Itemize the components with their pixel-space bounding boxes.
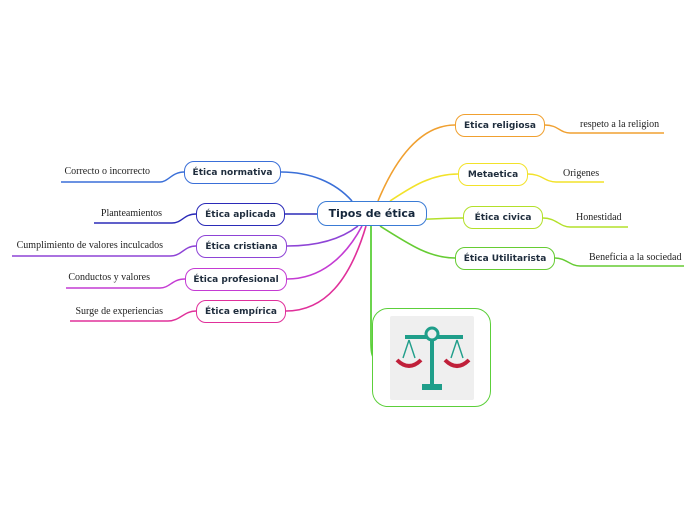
topic-metaetica[interactable]: Metaetica xyxy=(458,163,528,186)
connector-root-utilitarista xyxy=(379,225,456,259)
topic-label: Ética Utilitarista xyxy=(463,253,547,264)
topic-label: Ética normativa xyxy=(192,167,273,178)
underline-origenes xyxy=(527,173,604,183)
topic-label: Ética cristiana xyxy=(205,241,278,252)
topic-etica-cristiana[interactable]: Ética cristiana xyxy=(196,235,287,258)
topic-etica-normativa[interactable]: Ética normativa xyxy=(184,161,281,184)
topic-label: Ética aplicada xyxy=(205,209,276,220)
leaf-planteamientos: Planteamientos xyxy=(100,208,162,219)
topic-etica-aplicada[interactable]: Ética aplicada xyxy=(196,203,285,226)
topic-label: Ética profesional xyxy=(193,274,279,285)
underline-planteamientos xyxy=(94,213,197,224)
leaf-conductos-y-valores: Conductos y valores xyxy=(68,272,150,283)
balance-scale-icon xyxy=(390,316,474,400)
leaf-respeto-a-la-religion: respeto a la religion xyxy=(580,119,660,130)
underline-correcto xyxy=(61,171,185,183)
leaf-origenes: Origenes xyxy=(563,168,600,179)
topic-label: Metaetica xyxy=(467,169,519,180)
root-node-tipos-de-etica[interactable]: Tipos de ética xyxy=(317,201,427,226)
root-node-label: Tipos de ética xyxy=(328,207,416,220)
image-node[interactable] xyxy=(372,308,491,407)
leaf-surge-de-experiencias: Surge de experiencias xyxy=(75,306,163,317)
connector-root-empirica xyxy=(285,225,367,312)
topic-label: Etica religiosa xyxy=(464,120,536,131)
leaf-cumplimiento-de-valores: Cumplimiento de valores inculcados xyxy=(16,240,163,251)
topic-etica-empirica[interactable]: Ética empírica xyxy=(196,300,286,323)
connector-root-profesional xyxy=(286,225,363,280)
topic-etica-profesional[interactable]: Ética profesional xyxy=(185,268,287,291)
underline-conductos xyxy=(66,278,186,289)
leaf-beneficia-a-la-sociedad: Beneficia a la sociedad xyxy=(589,252,682,263)
underline-honestidad xyxy=(542,217,628,228)
connector-root-normativa xyxy=(280,171,353,202)
leaf-correcto-o-incorrecto: Correcto o incorrecto xyxy=(64,166,150,177)
connector-root-religiosa xyxy=(377,124,456,202)
topic-etica-utilitarista[interactable]: Ética Utilitarista xyxy=(455,247,555,270)
underline-cumplimiento xyxy=(12,245,197,257)
underline-religion xyxy=(544,124,664,134)
topic-label: Ética empírica xyxy=(204,306,278,317)
topic-etica-civica[interactable]: Ética civica xyxy=(463,206,543,229)
leaf-honestidad: Honestidad xyxy=(576,212,622,223)
underline-beneficia xyxy=(554,257,684,267)
connector-root-cristiana xyxy=(286,225,359,247)
underline-surge xyxy=(70,310,197,322)
connector-root-metaetica xyxy=(389,173,459,202)
topic-etica-religiosa[interactable]: Etica religiosa xyxy=(455,114,545,137)
topic-label: Ética civica xyxy=(474,212,532,223)
